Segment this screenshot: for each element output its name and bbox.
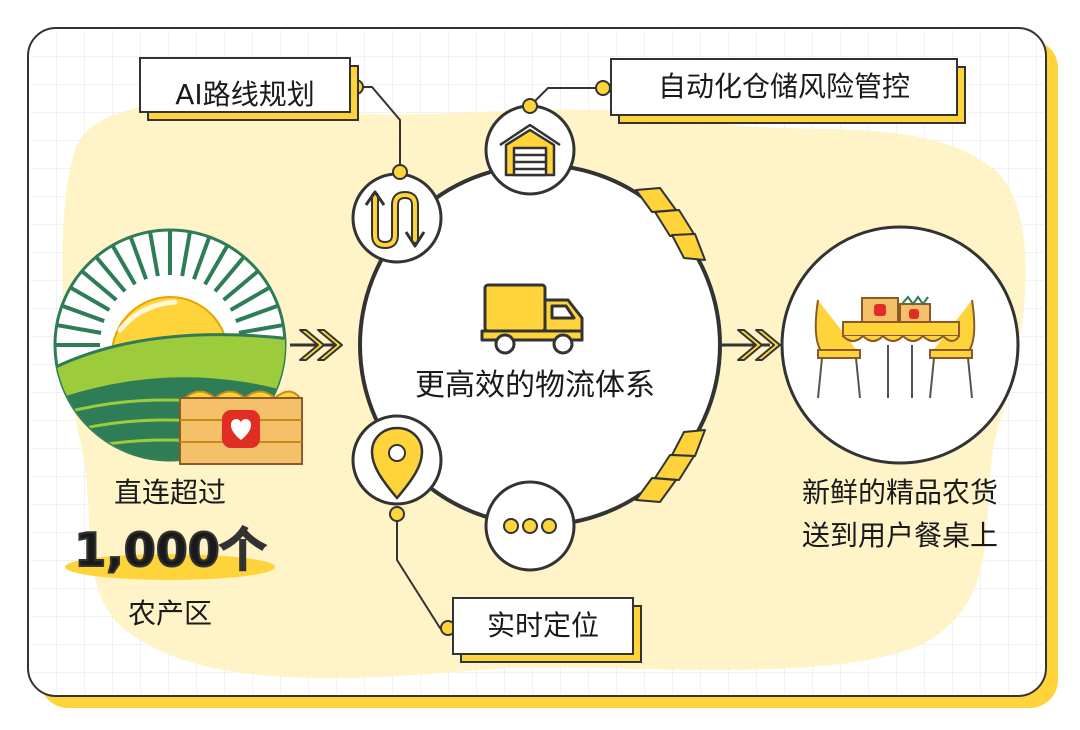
chevron-right-icon [722,329,781,361]
produce-crate [179,390,303,465]
origin-count: 1,000个 [74,523,266,577]
warehouse-node [484,104,576,196]
sun-ray [222,266,264,302]
callout-warehouse: 自动化仓储风险管控 [610,58,966,124]
ring-arrow-top-icon [635,187,706,261]
truck-icon [480,283,584,355]
callout-location-label: 实时定位 [487,609,599,642]
callout-route-label: AI路线规划 [175,78,314,111]
origin-line2: 农产区 [128,597,212,630]
destination-line1: 新鲜的精品农货 [802,476,998,509]
location-pin-icon [370,426,424,500]
highlight-underline [65,554,275,580]
sun-ray [147,230,160,277]
sun-ray [65,283,111,312]
callout-route: AI路线规划 [139,57,359,121]
route-node [351,172,443,264]
ring-arrow-bottom-icon [635,429,706,503]
dining-table-icon [780,225,1020,465]
callout-location: 实时定位 [452,597,642,663]
sun-ray [213,251,249,293]
sun-ray [192,231,213,280]
sun-ray [203,240,232,286]
sun-ray [91,251,127,293]
warehouse-icon [499,123,561,177]
sun-ray [180,230,193,277]
sun-ray [108,240,137,286]
sun-ray [238,322,285,335]
more-dots-icon [503,518,557,534]
origin-line1: 直连超过 [114,476,226,509]
location-node [351,414,443,506]
more-node [484,480,576,572]
sun-ray [235,302,284,323]
destination-line2: 送到用户餐桌上 [802,519,998,552]
sun-ray [55,322,102,335]
sun-ray [229,283,275,312]
sun-ray [127,231,148,280]
center-title: 更高效的物流体系 [415,368,655,403]
chevron-right-icon [290,329,343,361]
sun-ray [76,266,118,302]
sun-ray [56,302,105,323]
callout-warehouse-label: 自动化仓储风险管控 [658,70,910,103]
